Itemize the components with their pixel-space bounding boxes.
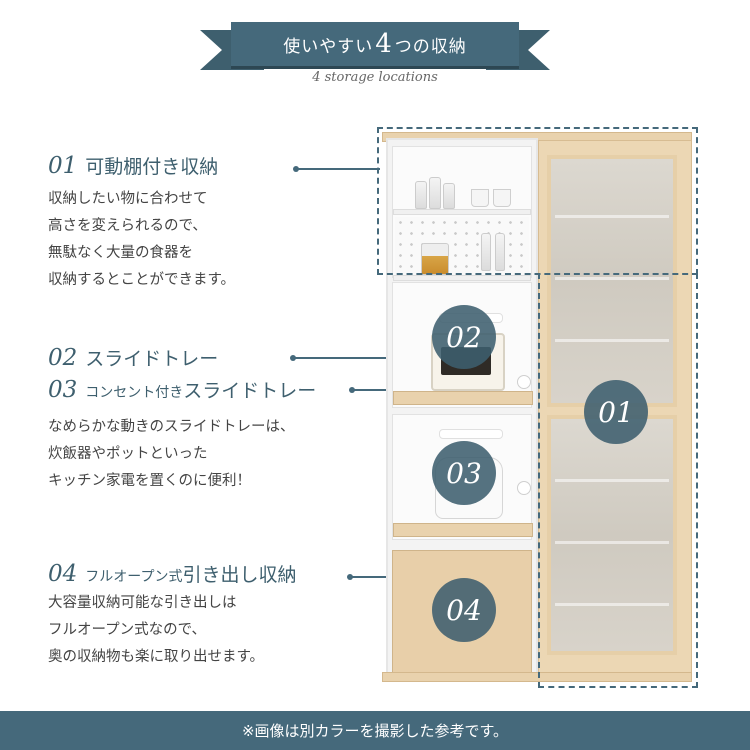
section-02-title: スライドトレー [85,348,219,370]
badge-02: 02 [432,305,496,369]
section-03-body: なめらかな動きのスライドトレーは、 炊飯器やポットといった キッチン家電を置くの… [48,419,295,489]
section-04-heading: 04 フルオープン式 引き出し収納 [48,560,296,587]
section-02-heading: 02 スライドトレー [48,344,218,371]
cabinet-base-board [382,672,692,682]
title-pre: 使いやすい [283,36,374,57]
glass-jar [443,183,455,209]
section-03-number: 03 [48,377,78,403]
section-04-number: 04 [48,561,78,587]
connector-03-line [352,389,396,391]
glass-shelf [555,339,669,342]
section-02-number: 02 [48,345,78,371]
connector-01-line [296,168,380,170]
section-03-title-small: コンセント付き [85,385,184,401]
mug [471,189,489,207]
perforated-back-panel [395,217,529,277]
connector-04-line [350,576,392,578]
upper-glass-door [547,155,677,407]
slide-tray-03 [393,523,533,537]
section-04-body: 大容量収納可能な引き出しは フルオープン式なので、 奥の収納物も楽に取り出せます… [48,595,265,665]
section-01-number: 01 [48,153,78,179]
glass-shelf [555,541,669,544]
section-01-heading: 01 可動棚付き収納 [48,152,218,179]
wine-glass [481,233,491,271]
glass-shelf [555,215,669,218]
badge-04: 04 [432,578,496,642]
connector-02-line [293,357,397,359]
glass-jar [429,177,441,209]
section-03-heading: 03 コンセント付き スライドトレー [48,376,316,403]
glass-shelf [555,479,669,482]
slide-tray-02-area [392,282,533,408]
section-04-title-small: フルオープン式 [85,569,183,585]
fixed-shelf [393,275,531,281]
highlight-frame-01-right [538,273,698,688]
section-04-title: 引き出し収納 [182,564,297,586]
title-post: つの収納 [394,36,467,57]
outlet-icon [517,481,531,495]
lower-glass-door [547,415,677,655]
badge-01: 01 [584,380,648,444]
footer-note: ※画像は別カラーを撮影した参考です。 [0,711,750,750]
mug [493,189,511,207]
glass-shelf [555,277,669,280]
glass-jar [415,181,427,209]
highlight-frame-01-top [377,127,698,275]
badge-03: 03 [432,441,496,505]
subtitle: 4 storage locations [312,70,438,85]
wine-glass [495,233,505,271]
upper-shelf-area [392,146,532,281]
glass-shelf [555,603,669,606]
section-03-title: スライドトレー [183,380,317,402]
section-01-body: 収納したい物に合わせて 高さを変えられるので、 無駄なく大量の食器を 収納すると… [48,191,236,288]
outlet-icon [517,375,531,389]
movable-shelf [393,209,531,215]
section-01-title: 可動棚付き収納 [85,156,219,178]
slide-tray-02 [393,391,533,405]
title-ribbon: 使いやすい 4 つの収納 [231,22,519,66]
back-panel-light [439,429,503,439]
title-number: 4 [375,29,393,59]
